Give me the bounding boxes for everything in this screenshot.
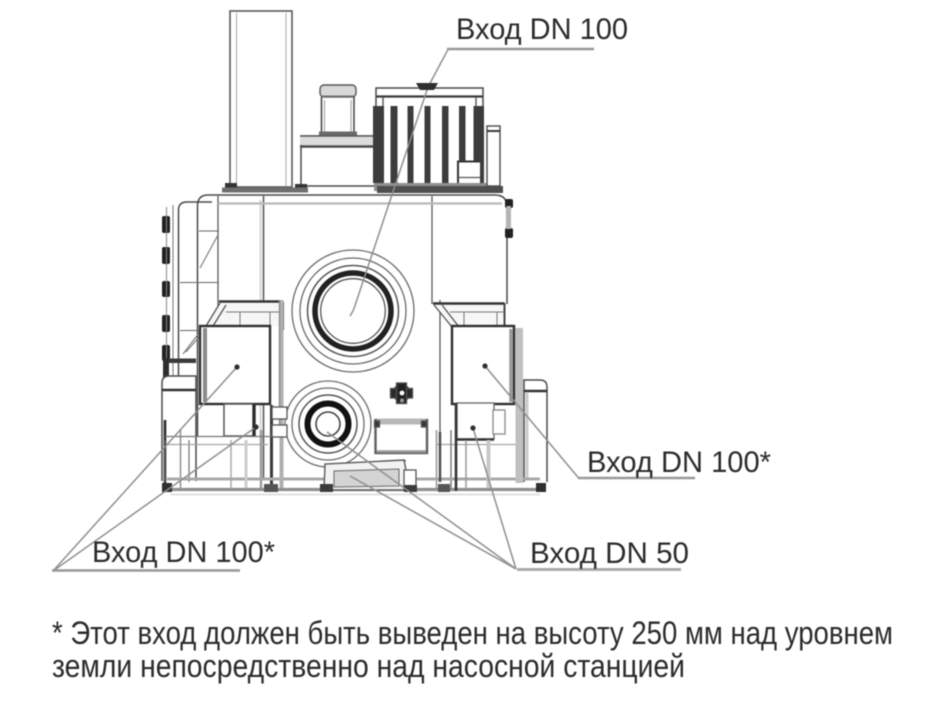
svg-text:Вход DN 50: Вход DN 50 [530,537,689,570]
svg-text:Вход DN 100*: Вход DN 100* [92,536,275,569]
svg-text:земли непосредственно над насо: земли непосредственно над насосной станц… [52,648,685,684]
svg-text:* Этот вход должен быть выведе: * Этот вход должен быть выведен на высот… [52,615,893,651]
svg-text:Вход DN 100: Вход DN 100 [456,13,628,46]
svg-text:Вход DN 100*: Вход DN 100* [587,446,771,479]
